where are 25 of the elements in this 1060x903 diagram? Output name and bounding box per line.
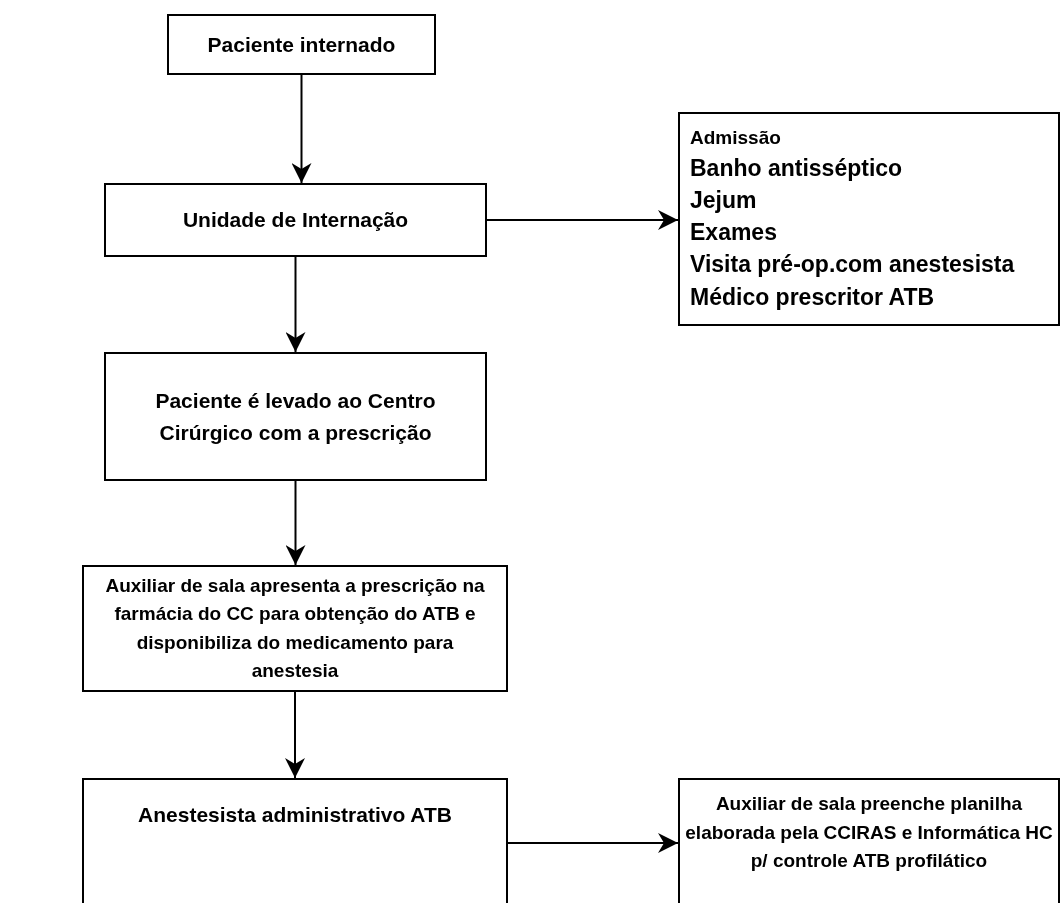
list-item: Admissão [690, 126, 782, 151]
arrow [285, 691, 305, 779]
process-box [678, 112, 1060, 326]
box-label: Auxiliar de sala apresenta a prescrição na farmácia do CC para obtenção do ATB e disponibiliza do medicamento para anestesia [104, 573, 486, 683]
box-label: Auxiliar de sala preenche planilha elaborada pela CCIRAS e Informática HC p/ controle ATB profilático [684, 792, 1054, 874]
box-label: Anestesista administrativo ATB [138, 802, 452, 829]
process-box [82, 778, 508, 903]
process-box [167, 14, 436, 75]
arrow [507, 833, 679, 853]
box-label: Unidade de Internação [182, 207, 409, 234]
process-box [104, 352, 487, 481]
arrow [285, 256, 306, 353]
list-item: Médico prescritor ATB [690, 282, 936, 312]
list-item: Banho antisséptico [690, 153, 904, 183]
arrow [291, 74, 312, 184]
box-label: Paciente internado [207, 31, 396, 58]
process-box [82, 565, 508, 692]
list-item: Jejum [690, 186, 758, 215]
list-item: Exames [690, 218, 778, 248]
box-label: Paciente é levado ao Centro Cirúrgico com a prescrição [154, 388, 437, 446]
process-box [104, 183, 487, 257]
process-box [678, 778, 1060, 903]
list-item: Visita pré-op.com anestesista [690, 250, 1015, 280]
arrow [486, 210, 679, 230]
arrow [285, 480, 306, 566]
